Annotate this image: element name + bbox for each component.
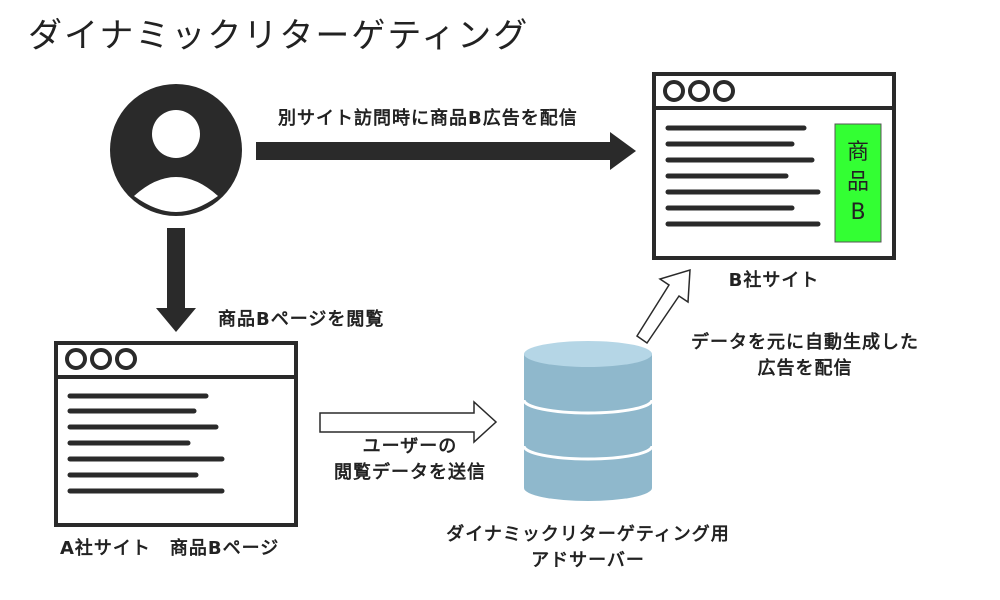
page-title: ダイナミックリターゲティング — [28, 16, 530, 56]
mid-arrow-label-line1: ユーザーの — [362, 436, 458, 457]
site-b-browser-window — [652, 72, 896, 260]
site-a-browser-window — [54, 341, 298, 527]
up-arrow-label: データを元に自動生成した 広告を配信 — [670, 330, 940, 382]
content-lines — [67, 393, 225, 494]
ad-box — [834, 123, 882, 243]
ad-box-text: 商 品 B — [835, 138, 881, 228]
arrow-up-outline — [635, 268, 691, 345]
window-dot-icon — [713, 80, 735, 102]
site-b-label: B社サイト — [728, 270, 820, 291]
user-icon — [110, 84, 242, 216]
mid-arrow-label-line2: 閲覧データを送信 — [334, 462, 486, 483]
site-a-label: A社サイト 商品Bページ — [60, 538, 280, 559]
content-lines — [665, 125, 821, 227]
window-dot-icon — [90, 348, 112, 370]
window-dot-icon — [65, 348, 87, 370]
up-arrow-label-line1: データを元に自動生成した — [691, 332, 919, 353]
up-arrow-label-line2: 広告を配信 — [757, 358, 853, 379]
window-dot-icon — [688, 80, 710, 102]
ad-box-line: 商 — [846, 140, 869, 165]
ad-box-line: 品 — [846, 170, 869, 195]
down-arrow-label: 商品Bページを閲覧 — [218, 309, 385, 330]
server-label: ダイナミックリターゲティング用 アドサーバー — [410, 522, 766, 574]
arrow-right-outline — [319, 400, 498, 444]
server-label-line1: ダイナミックリターゲティング用 — [446, 524, 730, 545]
window-dot-icon — [663, 80, 685, 102]
mid-arrow-label: ユーザーの 閲覧データを送信 — [300, 434, 520, 486]
arrow-down-thick — [156, 228, 196, 332]
server-label-line2: アドサーバー — [531, 550, 645, 571]
top-arrow-label: 別サイト訪問時に商品B広告を配信 — [278, 108, 578, 129]
database-icon — [522, 341, 654, 501]
arrow-right-thick — [256, 132, 636, 170]
ad-box-line: B — [850, 200, 866, 225]
window-dot-icon — [115, 348, 137, 370]
